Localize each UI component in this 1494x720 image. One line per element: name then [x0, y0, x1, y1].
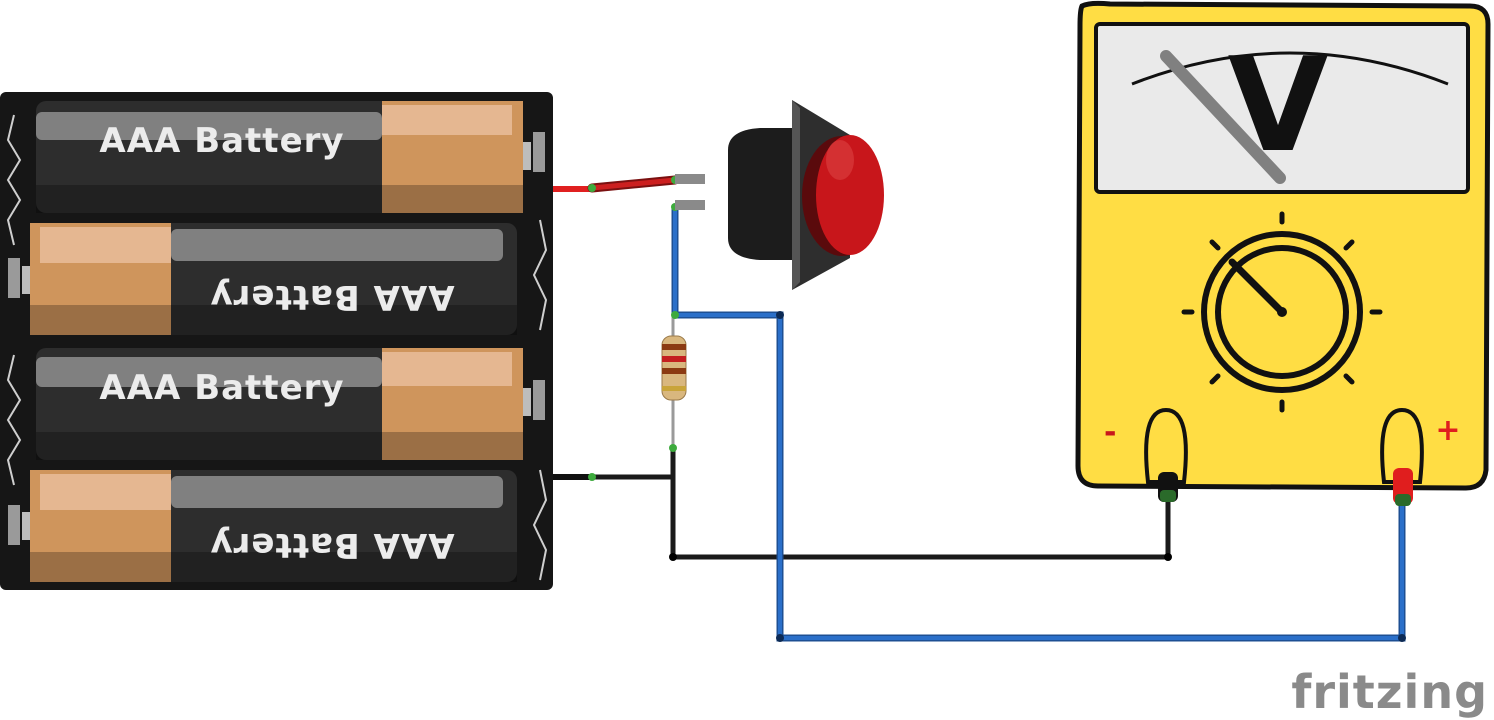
battery-cell-4-label: AAA Battery [209, 525, 454, 565]
fritzing-logo: fritzing [1291, 665, 1488, 719]
black-wire-battery [589, 445, 676, 480]
battery-cell-2-label: AAA Battery [209, 277, 454, 317]
battery-cell-3-label: AAA Battery [99, 368, 344, 408]
battery-pack: AAA Battery AAA Battery AAA Battery [0, 92, 593, 590]
resistor [661, 335, 687, 401]
meter-plus-terminal [1380, 407, 1424, 506]
battery-black-lead [553, 474, 593, 480]
battery-red-lead [553, 186, 593, 192]
pushbutton [675, 100, 884, 290]
meter-plus-label: + [1435, 413, 1460, 448]
battery-cell-4: AAA Battery [22, 470, 517, 582]
battery-cell-2: AAA Battery [22, 223, 517, 335]
meter-needle [1160, 50, 1286, 184]
battery-cell-3: AAA Battery [36, 348, 531, 460]
wires [587, 175, 1406, 642]
battery-cell-1-label: AAA Battery [99, 121, 344, 161]
black-wire-meter [670, 474, 1171, 560]
voltmeter: V [1075, 0, 1491, 506]
battery-spring-contacts [6, 114, 548, 581]
meter-dial [1181, 211, 1383, 413]
battery-cell-1: AAA Battery [36, 101, 531, 213]
meter-minus-label: - [1104, 415, 1116, 450]
meter-v-symbol: V [1228, 29, 1329, 181]
meter-minus-terminal [1144, 407, 1188, 502]
